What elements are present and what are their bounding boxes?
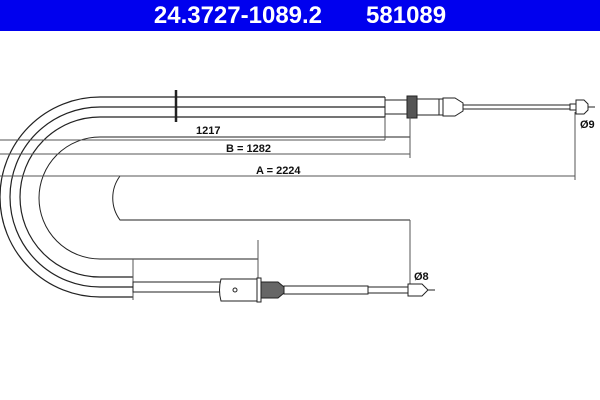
cable-sheath-curves bbox=[0, 96, 575, 298]
dimension-b: B = 1282 bbox=[226, 143, 271, 155]
dimension-lines bbox=[0, 100, 576, 300]
dimension-a: A = 2224 bbox=[256, 165, 301, 177]
title-bar: 24.3727-1089.2 581089 bbox=[0, 0, 600, 31]
top-end-fitting bbox=[384, 95, 589, 119]
dimension-1217: 1217 bbox=[196, 125, 220, 137]
reference-number: 581089 bbox=[366, 1, 447, 29]
diameter-bottom-label: Ø8 bbox=[414, 271, 429, 283]
part-number: 24.3727-1089.2 bbox=[153, 1, 323, 29]
bottom-end-fitting bbox=[132, 277, 429, 303]
diameter-top-label: Ø9 bbox=[580, 119, 595, 131]
